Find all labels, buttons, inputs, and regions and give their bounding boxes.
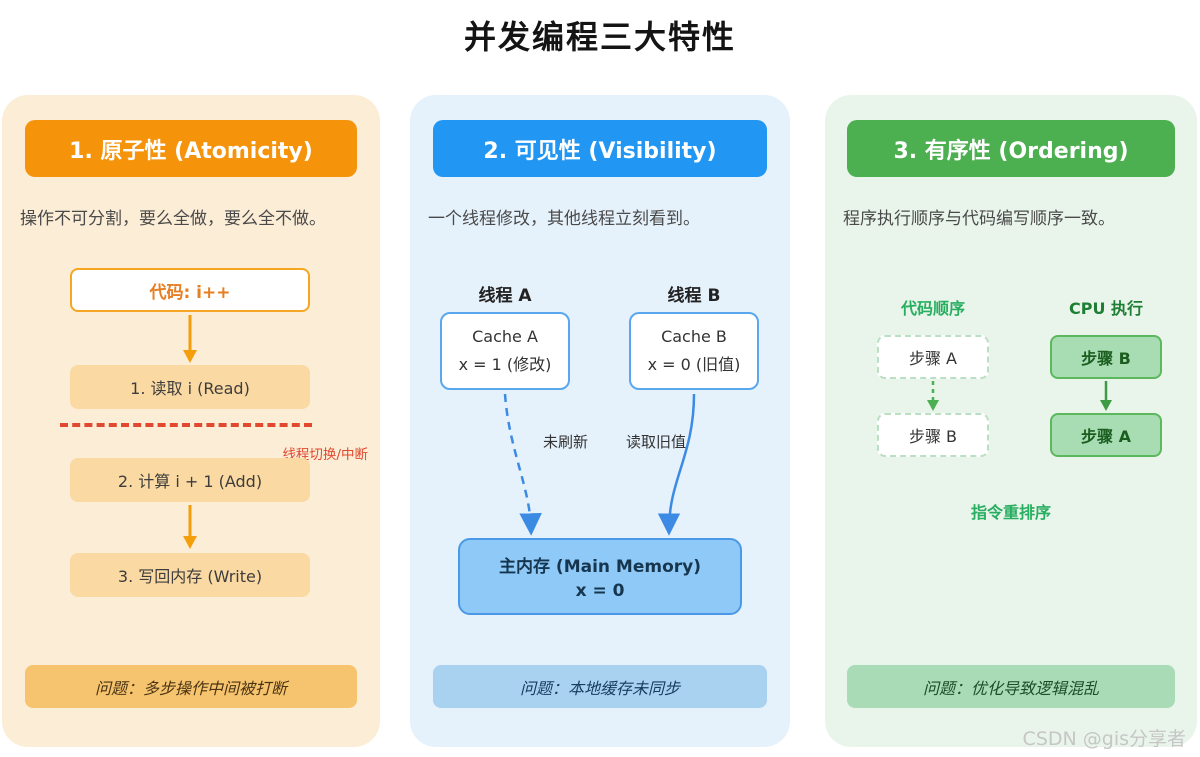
thread-b-label: 线程 B — [667, 286, 721, 306]
cache-b-value: x = 0 (旧值) — [647, 355, 741, 374]
atomicity-header: 1. 原子性 (Atomicity) — [25, 120, 357, 177]
ordering-problem-badge: 问题：优化导致逻辑混乱 — [847, 665, 1175, 708]
read-old-value-label: 读取旧值 — [626, 433, 687, 451]
main-memory-title: 主内存 (Main Memory) — [499, 557, 701, 577]
read-step-box: 1. 读取 i (Read) — [70, 365, 310, 409]
cpu-exec-column-label: CPU 执行 — [1068, 299, 1144, 318]
thread-a-label: 线程 A — [478, 286, 532, 306]
csdn-watermark: CSDN @gis分享者 — [1022, 728, 1186, 750]
code-increment-box: 代码: i++ — [70, 268, 310, 312]
visibility-description: 一个线程修改，其他线程立刻看到。 — [428, 209, 700, 229]
code-order-column-label: 代码顺序 — [900, 299, 965, 318]
cache-to-memory-arrows — [503, 393, 696, 536]
ordering-description: 程序执行顺序与代码编写顺序一致。 — [843, 209, 1115, 229]
visibility-header: 2. 可见性 (Visibility) — [433, 120, 767, 177]
cache-b-title: Cache B — [661, 327, 727, 346]
not-flushed-dashed-arrow — [503, 393, 542, 536]
add-step-box: 2. 计算 i + 1 (Add) — [70, 458, 310, 502]
cache-b-box: Cache B x = 0 (旧值) — [629, 312, 759, 390]
main-memory-box: 主内存 (Main Memory) x = 0 — [458, 538, 742, 615]
code-order-step-a-box: 步骤 A — [877, 335, 989, 379]
cpu-exec-step-b-box: 步骤 B — [1050, 335, 1162, 379]
not-flushed-label: 未刷新 — [543, 433, 589, 451]
cache-a-value: x = 1 (修改) — [458, 355, 552, 374]
code-order-step-b-box: 步骤 B — [877, 413, 989, 457]
down-arrow-icon — [183, 505, 197, 549]
cache-a-title: Cache A — [472, 327, 538, 346]
down-arrow-icon — [1100, 381, 1112, 411]
atomicity-problem-badge: 问题：多步操作中间被打断 — [25, 665, 357, 708]
write-step-box: 3. 写回内存 (Write) — [70, 553, 310, 597]
atomicity-panel: 1. 原子性 (Atomicity) 操作不可分割，要么全做，要么全不做。 代码… — [2, 95, 380, 747]
cache-a-box: Cache A x = 1 (修改) — [440, 312, 570, 390]
ordering-panel: 3. 有序性 (Ordering) 程序执行顺序与代码编写顺序一致。 代码顺序 … — [825, 95, 1197, 747]
ordering-header: 3. 有序性 (Ordering) — [847, 120, 1175, 177]
down-arrow-icon — [183, 315, 197, 363]
page-title: 并发编程三大特性 — [463, 18, 736, 56]
instruction-reorder-label: 指令重排序 — [970, 503, 1051, 522]
read-old-value-arrow — [657, 393, 696, 536]
visibility-problem-badge: 问题：本地缓存未同步 — [433, 665, 767, 708]
visibility-panel: 2. 可见性 (Visibility) 一个线程修改，其他线程立刻看到。 线程 … — [410, 95, 790, 747]
dashed-down-arrow-icon — [927, 381, 939, 411]
thread-interrupt-dashed-line — [60, 423, 312, 427]
atomicity-description: 操作不可分割，要么全做，要么全不做。 — [20, 209, 326, 229]
main-memory-value: x = 0 — [575, 581, 625, 601]
cpu-exec-step-a-box: 步骤 A — [1050, 413, 1162, 457]
